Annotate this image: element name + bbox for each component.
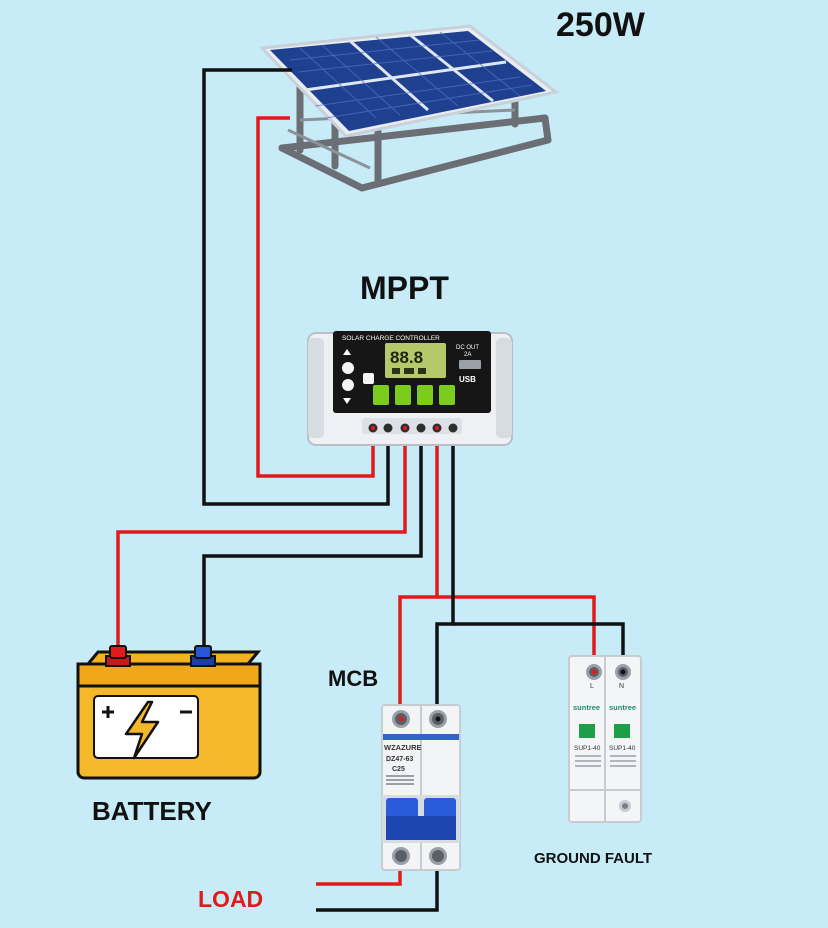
plus-icon: [102, 706, 114, 718]
lightning-icon: [124, 700, 160, 760]
panel-power-label: 250W: [556, 6, 645, 44]
controller-buttons: [342, 349, 374, 404]
wire-battery-negative: [202, 428, 423, 654]
dc-out-label: DC OUT: [456, 345, 479, 351]
usb-label: USB: [459, 375, 476, 384]
battery-positive-terminal: [105, 645, 131, 667]
mcb-model: DZ47-63: [386, 756, 413, 763]
wire-output-negative: [316, 858, 439, 912]
controller-label: MPPT: [360, 270, 449, 306]
spd-indicator-2: [614, 724, 630, 738]
controller-terminals: [362, 418, 462, 434]
spd-pole-n: N: [619, 683, 624, 690]
wire-spd-positive: [437, 595, 596, 668]
solar-panel: [258, 24, 560, 192]
wire-panel-positive: [256, 116, 375, 478]
wire-load-negative: [435, 428, 455, 714]
mcb-rating: C25: [392, 766, 405, 773]
mcb-breaker: WZAZURE DZ47-63 C25: [381, 704, 461, 871]
controller-lcd: [385, 343, 446, 378]
wire-load-positive: [398, 428, 439, 714]
controller-indicators: [373, 385, 455, 405]
load-label: LOAD: [198, 886, 264, 912]
wire-spd-negative: [453, 622, 625, 668]
battery-negative-terminal: [190, 645, 216, 667]
panel-cell-grid: [304, 32, 507, 112]
wire-battery-positive: [116, 428, 407, 654]
ground-fault-label: GROUND FAULT: [534, 850, 653, 867]
charge-controller: SOLAR CHARGE CONTROLLER 88.8 DC OUT 2A U…: [307, 331, 513, 446]
usb-port: [459, 360, 481, 369]
mcb-label: MCB: [328, 666, 379, 691]
spd-model-1: SUP1-40: [574, 745, 601, 752]
controller-lcd-readout: 88.8: [390, 348, 423, 367]
spd-brand-2: suntree: [609, 703, 636, 712]
dc-out-current: 2A: [464, 352, 471, 358]
wires: [116, 68, 625, 912]
spd-brand-1: suntree: [573, 703, 600, 712]
spd-pole-l: L: [590, 683, 594, 690]
mcb-brand: WZAZURE: [384, 743, 422, 752]
spd-indicator-1: [579, 724, 595, 738]
controller-title: SOLAR CHARGE CONTROLLER: [342, 335, 440, 342]
surge-protector: L N suntree suntree SUP1-40 SUP1-40: [568, 655, 642, 823]
battery: [76, 645, 262, 780]
battery-label: BATTERY: [92, 796, 212, 826]
wire-panel-negative: [202, 68, 390, 506]
spd-model-2: SUP1-40: [609, 745, 636, 752]
